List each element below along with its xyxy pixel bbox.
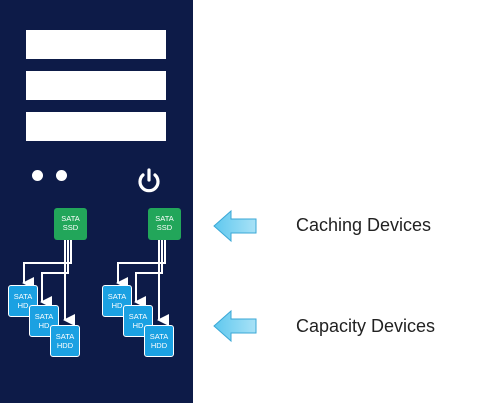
hdd-label-line1: SATA — [128, 312, 148, 321]
caching-devices-label: Caching Devices — [296, 215, 432, 235]
ssd-label-line2: SSD — [156, 223, 173, 232]
ssd-label-line1: SATA — [61, 214, 80, 223]
ssd-drive: SATA SSD — [148, 208, 181, 240]
ssd-label-line2: SSD — [62, 223, 79, 232]
arrow-left-icon — [213, 209, 257, 243]
drive-bay — [26, 30, 166, 59]
server-chassis: SATA SSD SATA SSD SATA HD SATA HD SATA H… — [0, 0, 193, 403]
ssd-drive: SATA SSD — [54, 208, 87, 240]
hdd-label-line2: HDD — [150, 341, 168, 350]
hdd-label-line2: HDD — [56, 341, 74, 350]
capacity-devices-label: Capacity Devices — [296, 316, 436, 336]
connection-wires — [22, 240, 169, 326]
hdd-label-line2: HD — [111, 301, 123, 310]
power-icon — [138, 168, 160, 193]
led-icon — [32, 170, 43, 181]
hdd-label-line1: SATA — [55, 332, 75, 341]
arrow-left-icon — [213, 309, 257, 343]
drive-bay — [26, 71, 166, 100]
hdd-label-line2: HD — [38, 321, 50, 330]
hdd-drive: SATA HDD — [144, 325, 174, 357]
hdd-label-line1: SATA — [149, 332, 169, 341]
hdd-drive: SATA HDD — [50, 325, 80, 357]
hdd-label-line1: SATA — [34, 312, 54, 321]
led-icon — [56, 170, 67, 181]
drive-bay — [26, 112, 166, 141]
ssd-label-line1: SATA — [155, 214, 174, 223]
hdd-label-line2: HD — [17, 301, 29, 310]
hdd-label-line1: SATA — [107, 292, 127, 301]
hdd-label-line1: SATA — [13, 292, 33, 301]
hdd-drive: SATA HD — [29, 305, 59, 337]
hdd-label-line2: HD — [132, 321, 144, 330]
